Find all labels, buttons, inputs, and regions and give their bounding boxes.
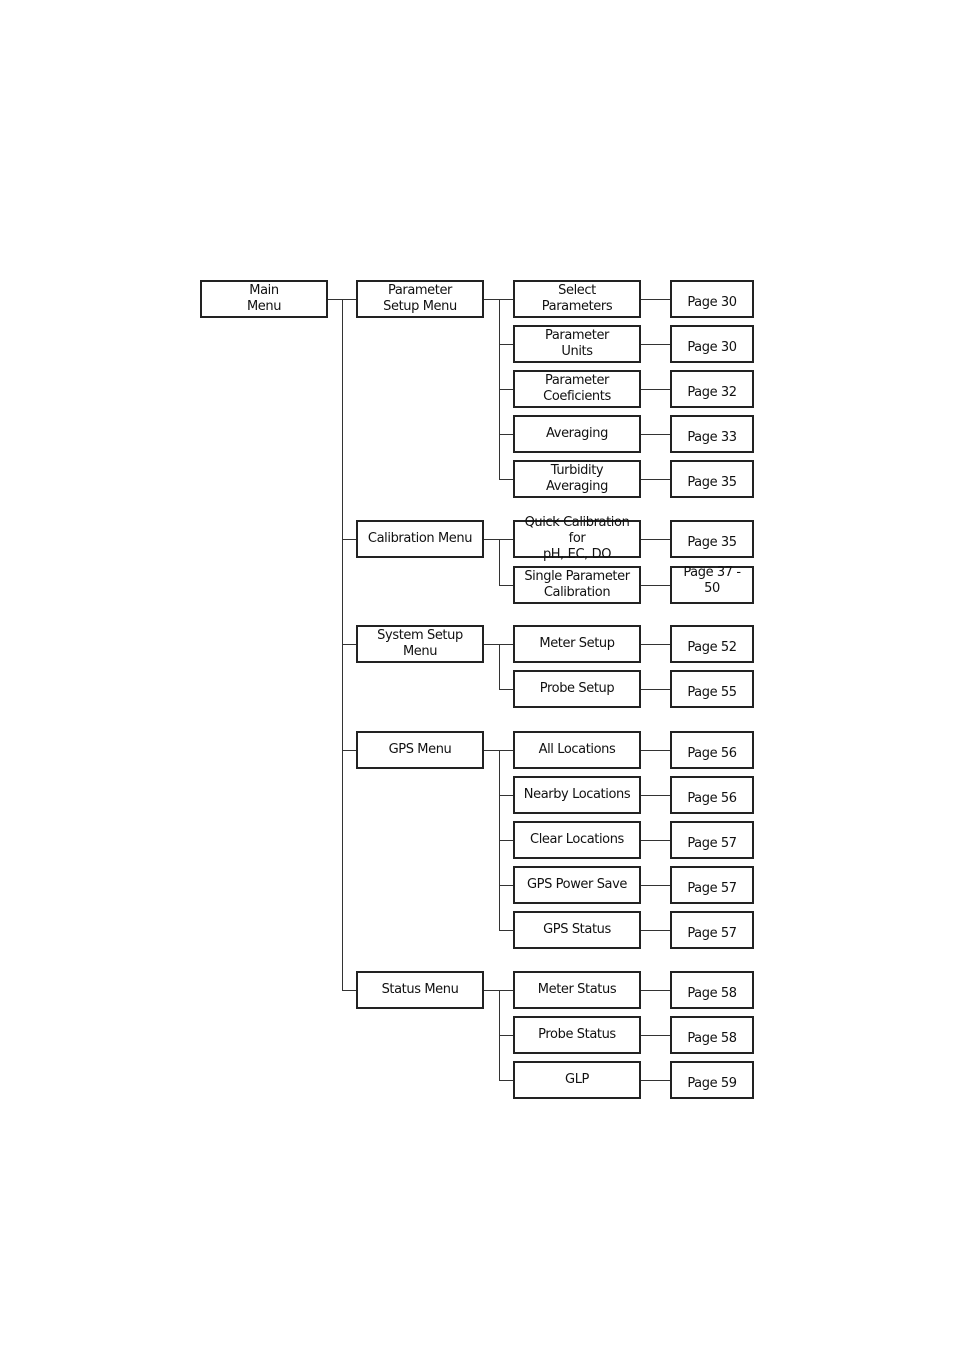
page-connector-line	[641, 930, 670, 931]
menu-item-box: Averaging	[513, 415, 641, 453]
submenu-branch-line	[342, 990, 356, 991]
page-reference-box: Page 59	[670, 1061, 754, 1099]
submenu-box: Calibration Menu	[356, 520, 484, 558]
page-connector-line	[641, 990, 670, 991]
page-reference-box: Page 58	[670, 1016, 754, 1054]
submenu-branch-line	[342, 299, 356, 300]
item-branch-line	[499, 479, 513, 480]
submenu-connector	[484, 750, 513, 751]
page-connector-line	[641, 840, 670, 841]
page-connector-line	[641, 299, 670, 300]
menu-item-box: Probe Setup	[513, 670, 641, 708]
page-connector-line	[641, 434, 670, 435]
page-connector-line	[641, 344, 670, 345]
submenu-box: GPS Menu	[356, 731, 484, 769]
page-reference-box: Page 35	[670, 460, 754, 498]
page-connector-line	[641, 644, 670, 645]
page-reference-box: Page 56	[670, 776, 754, 814]
submenu-branch-line	[342, 539, 356, 540]
menu-item-box: All Locations	[513, 731, 641, 769]
main-menu-connector	[328, 299, 342, 300]
submenu-branch-line	[342, 644, 356, 645]
submenu-connector	[484, 990, 513, 991]
page-connector-line	[641, 539, 670, 540]
page-connector-line	[641, 750, 670, 751]
item-branch-line	[499, 389, 513, 390]
menu-item-box: GPS Status	[513, 911, 641, 949]
menu-item-box: Select Parameters	[513, 280, 641, 318]
item-branch-line	[499, 795, 513, 796]
item-branch-line	[499, 930, 513, 931]
submenu-connector	[484, 539, 513, 540]
submenu-connector	[484, 644, 513, 645]
page-connector-line	[641, 795, 670, 796]
submenu-box: System Setup Menu	[356, 625, 484, 663]
page-reference-box: Page 55	[670, 670, 754, 708]
main-menu-trunk-line	[342, 299, 343, 991]
page-reference-box: Page 30	[670, 280, 754, 318]
page-reference-box: Page 56	[670, 731, 754, 769]
menu-item-box: Meter Status	[513, 971, 641, 1009]
menu-item-box: GLP	[513, 1061, 641, 1099]
item-branch-line	[499, 434, 513, 435]
menu-item-box: Meter Setup	[513, 625, 641, 663]
submenu-trunk-line	[499, 644, 500, 690]
page-reference-box: Page 57	[670, 821, 754, 859]
submenu-branch-line	[342, 750, 356, 751]
item-branch-line	[499, 344, 513, 345]
page-reference-box: Page 52	[670, 625, 754, 663]
item-branch-line	[499, 1035, 513, 1036]
item-branch-line	[499, 885, 513, 886]
page-reference-box: Page 57	[670, 866, 754, 904]
menu-item-box: Probe Status	[513, 1016, 641, 1054]
item-branch-line	[499, 689, 513, 690]
submenu-connector	[484, 299, 513, 300]
submenu-trunk-line	[499, 539, 500, 586]
page-connector-line	[641, 585, 670, 586]
main-menu-box: Main Menu	[200, 280, 328, 318]
menu-item-box: Parameter Coeficients	[513, 370, 641, 408]
page-reference-box: Page 35	[670, 520, 754, 558]
page-reference-box: Page 57	[670, 911, 754, 949]
menu-item-box: Clear Locations	[513, 821, 641, 859]
page-reference-box: Page 37 - 50	[670, 565, 754, 604]
page-reference-box: Page 32	[670, 370, 754, 408]
menu-item-box: Parameter Units	[513, 325, 641, 363]
page-reference-box: Page 33	[670, 415, 754, 453]
submenu-box: Status Menu	[356, 971, 484, 1009]
page-connector-line	[641, 885, 670, 886]
item-branch-line	[499, 840, 513, 841]
menu-item-box: Quick Calibration for pH, EC, DO	[513, 515, 641, 562]
item-branch-line	[499, 585, 513, 586]
page-connector-line	[641, 1035, 670, 1036]
item-branch-line	[499, 1080, 513, 1081]
page-connector-line	[641, 389, 670, 390]
page-connector-line	[641, 689, 670, 690]
page-connector-line	[641, 479, 670, 480]
menu-item-box: Single Parameter Calibration	[513, 566, 641, 604]
menu-item-box: GPS Power Save	[513, 866, 641, 904]
menu-item-box: Turbidity Averaging	[513, 460, 641, 498]
page-reference-box: Page 30	[670, 325, 754, 363]
page-reference-box: Page 58	[670, 971, 754, 1009]
page-connector-line	[641, 1080, 670, 1081]
submenu-box: Parameter Setup Menu	[356, 280, 484, 318]
menu-item-box: Nearby Locations	[513, 776, 641, 814]
